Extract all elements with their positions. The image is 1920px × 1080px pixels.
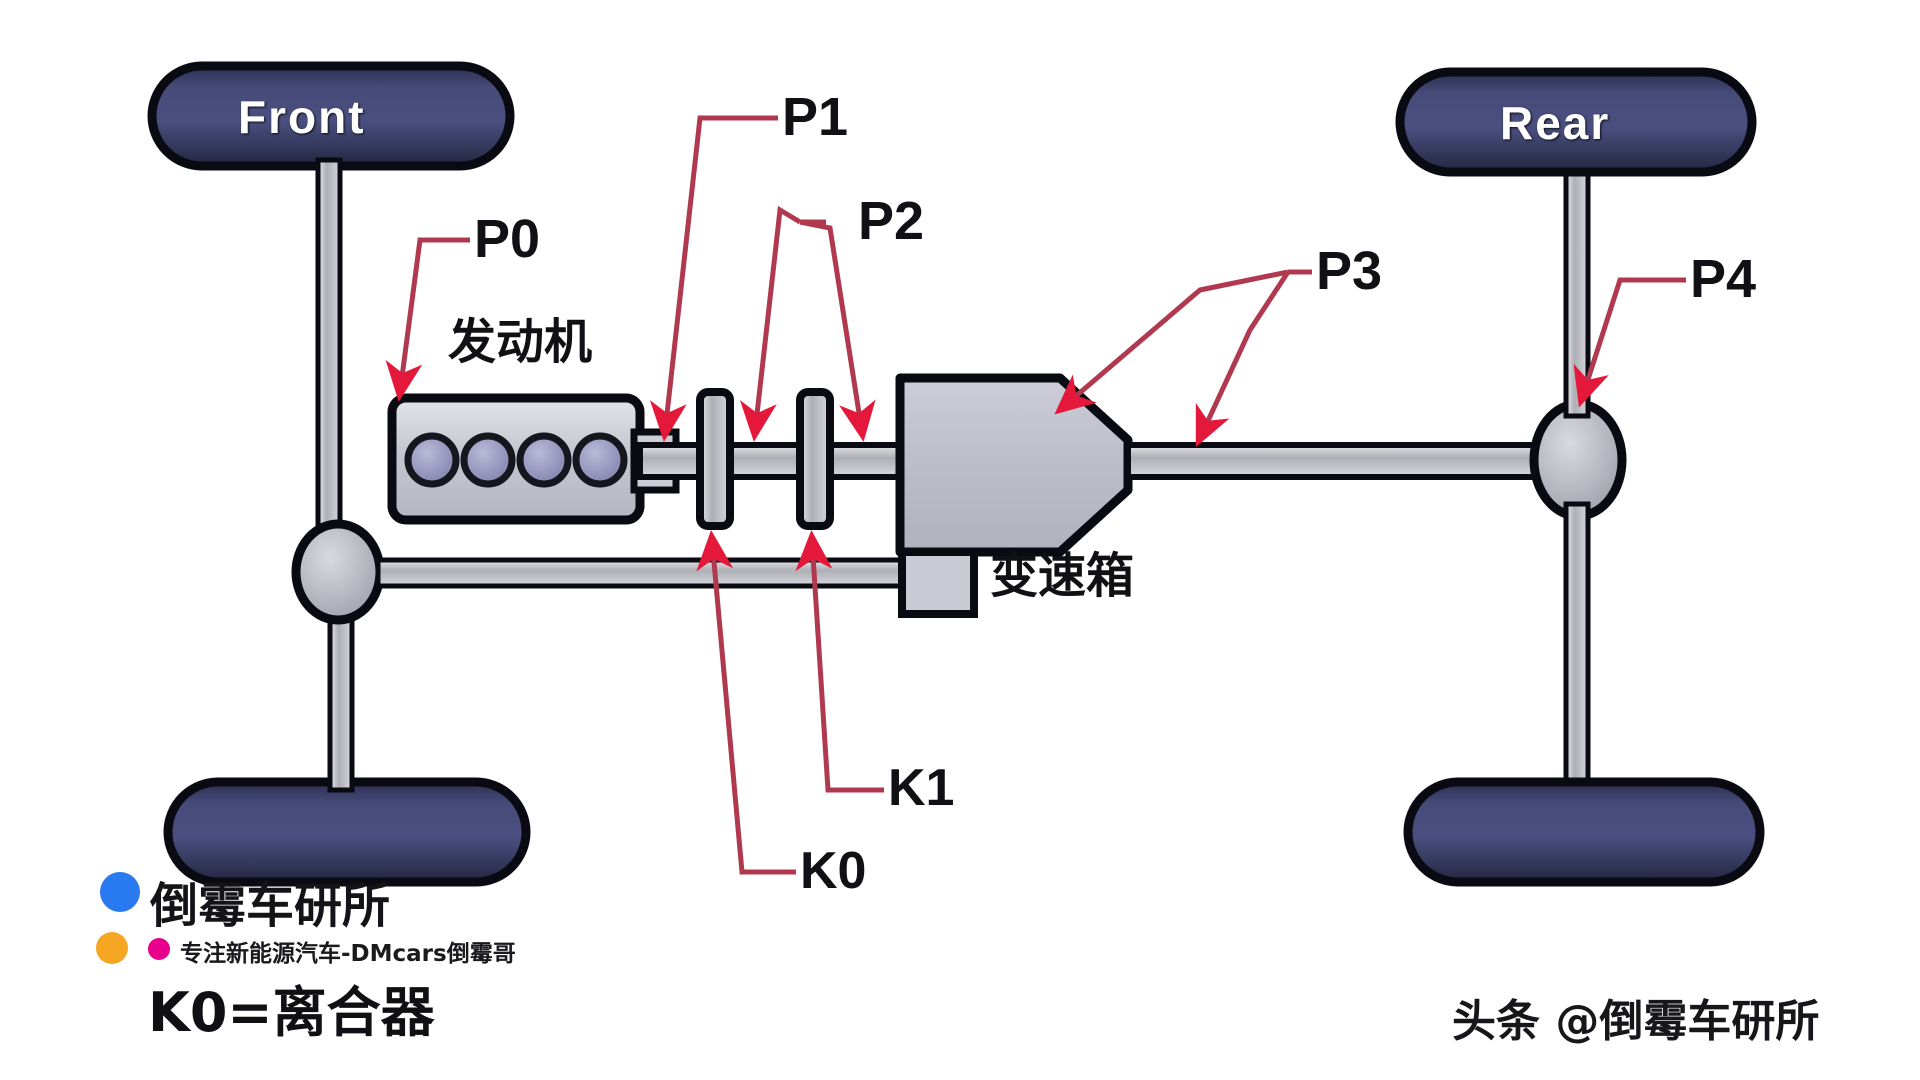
label-p2: P2 bbox=[858, 191, 925, 251]
label-k0: K0 bbox=[800, 842, 867, 900]
main-drive-shaft bbox=[637, 442, 907, 480]
rear-axle-lower bbox=[1563, 501, 1591, 795]
watermark-brand: 倒霉车研所 bbox=[150, 878, 391, 934]
rear-bottom-wheel bbox=[1403, 777, 1765, 887]
label-p0: P0 bbox=[474, 209, 541, 269]
front-propshaft bbox=[375, 557, 941, 589]
rear-top-wheel bbox=[1395, 67, 1757, 177]
transmission-housing bbox=[895, 373, 1133, 618]
label-k1: K1 bbox=[888, 759, 955, 817]
leader-k1 bbox=[795, 530, 860, 793]
clutch-k0 bbox=[696, 388, 734, 530]
leader-p0 bbox=[385, 237, 452, 402]
leader-k0 bbox=[696, 530, 772, 875]
orange-dot-icon bbox=[96, 932, 128, 964]
clutch-definition-caption: K0=离合器 bbox=[148, 981, 435, 1044]
leader-p2 bbox=[739, 205, 802, 442]
credit-attribution: 头条 @倒霉车研所 bbox=[1452, 996, 1820, 1047]
blue-dot-icon bbox=[100, 872, 140, 912]
leader-p4 bbox=[1573, 277, 1668, 408]
engine-block bbox=[387, 393, 680, 525]
watermark-tagline: 专注新能源汽车-DMcars倒霉哥 bbox=[180, 941, 516, 967]
front-axle-upper bbox=[315, 157, 343, 538]
front-wheel-label: Front bbox=[238, 91, 366, 143]
clutch-k1 bbox=[796, 388, 834, 530]
rear-wheel-label: Rear bbox=[1500, 97, 1611, 149]
watermark-logo: 倒霉车研所 专注新能源汽车-DMcars倒霉哥 bbox=[96, 866, 516, 1036]
label-p3: P3 bbox=[1316, 241, 1383, 301]
label-transmission: 变速箱 bbox=[990, 548, 1135, 604]
leader-p3-b bbox=[1195, 270, 1291, 448]
leader-p3 bbox=[1054, 269, 1289, 415]
label-engine: 发动机 bbox=[448, 314, 593, 370]
leader-p1 bbox=[649, 115, 760, 442]
rear-axle-upper bbox=[1563, 165, 1591, 419]
label-p1: P1 bbox=[782, 87, 849, 147]
rear-propshaft bbox=[1125, 442, 1561, 480]
magenta-dot-icon bbox=[148, 938, 170, 960]
rear-differential bbox=[1529, 399, 1627, 521]
front-differential bbox=[291, 519, 385, 625]
label-p4: P4 bbox=[1690, 249, 1757, 309]
